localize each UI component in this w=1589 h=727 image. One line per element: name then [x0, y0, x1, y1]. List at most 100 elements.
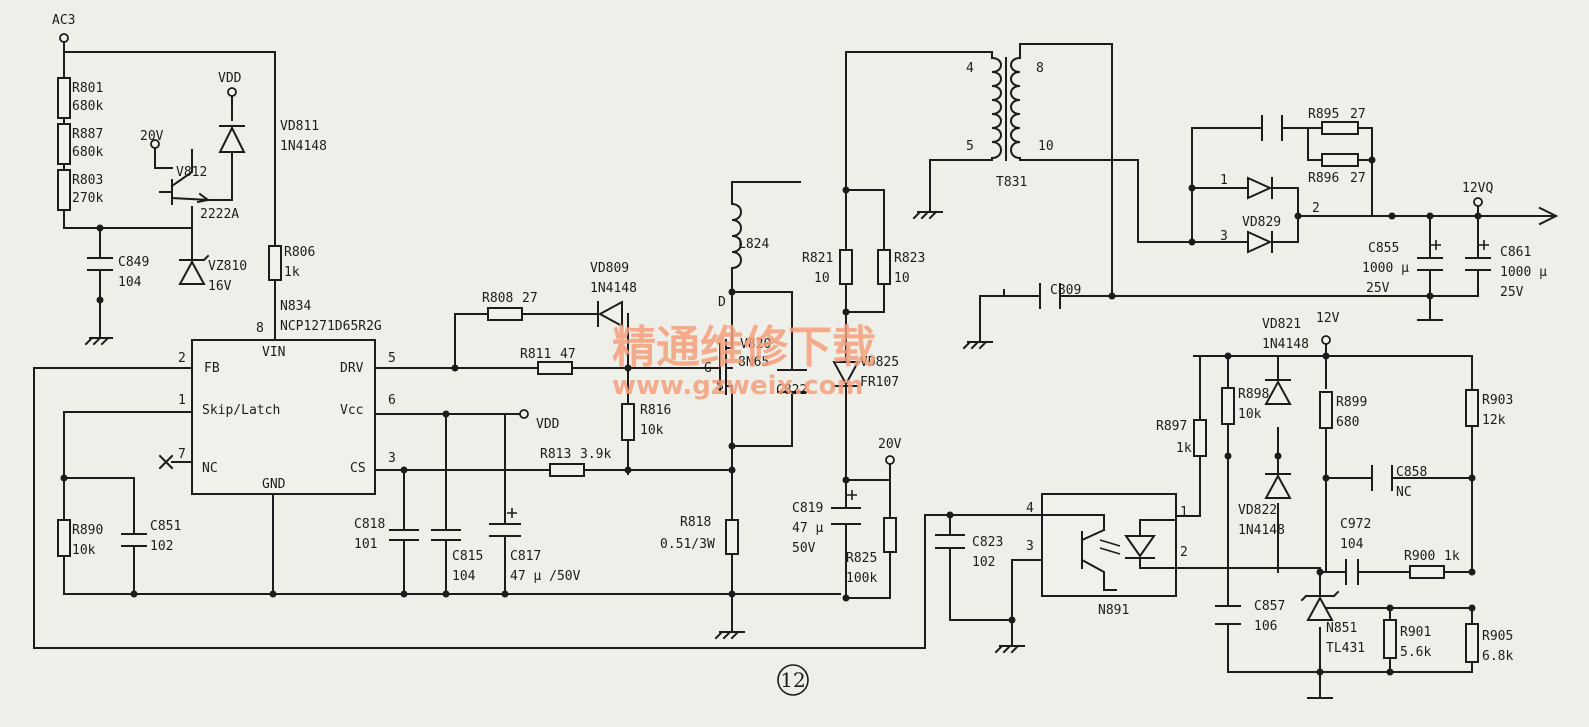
value-r806: 1k [284, 265, 300, 280]
label-t831-p5: 5 [966, 139, 974, 154]
label-l824: L824 [738, 237, 769, 252]
label-c858: C858 [1396, 465, 1427, 480]
transistor-v812 [159, 149, 210, 205]
value-c817: 47 μ /50V [510, 569, 581, 584]
capacitor-c855 [1417, 257, 1443, 271]
capacitor-c851 [121, 533, 147, 547]
magnetics [730, 56, 1022, 270]
value-vd822: 1N4148 [1238, 523, 1285, 538]
resistor-r813 [549, 463, 585, 477]
resistor-r816 [621, 403, 635, 441]
label-c823: C823 [972, 535, 1003, 550]
value-r825: 100k [846, 571, 877, 586]
optocoupler-n891 [1041, 493, 1177, 597]
ic-n834 [191, 339, 376, 495]
volt-c819: 50V [792, 541, 816, 556]
volt-c855: 25V [1366, 281, 1390, 296]
capacitor-c809 [1039, 283, 1061, 309]
resistor-r823 [877, 249, 891, 285]
value-r821: 10 [814, 271, 830, 286]
label-r801: R801 [72, 81, 103, 96]
junction-dots [60, 156, 1482, 676]
capacitor-symbols [87, 115, 1491, 625]
pin-n891-2: 2 [1180, 545, 1188, 560]
label-c972: C972 [1340, 517, 1371, 532]
label-t831-p8: 8 [1036, 61, 1044, 76]
volt-c861: 25V [1500, 285, 1524, 300]
label-c855: C855 [1368, 241, 1399, 256]
value-r811: 47 [560, 347, 576, 362]
value-v812: 2222A [200, 207, 239, 222]
pin-gnd: GND [262, 477, 286, 492]
ground-icon [912, 210, 943, 220]
value-c819: 47 μ [792, 521, 823, 536]
label-vz810: VZ810 [208, 259, 247, 274]
resistor-r808 [487, 307, 523, 321]
inductor-l824 [730, 202, 742, 270]
figure-number-circle [777, 664, 809, 696]
label-vd825: VD825 [860, 355, 899, 370]
resistor-r803 [57, 169, 71, 211]
resistor-symbols [57, 77, 1479, 663]
pin-cs: CS [350, 461, 366, 476]
value-r901: 5.6k [1400, 645, 1431, 660]
capacitor-c819 [831, 507, 861, 525]
value-r895: 27 [1350, 107, 1366, 122]
capacitor-c972 [1345, 559, 1359, 585]
net-12vq: 12VQ [1462, 181, 1493, 196]
label-r808: R808 [482, 291, 513, 306]
label-c819: C819 [792, 501, 823, 516]
label-r895: R895 [1308, 107, 1339, 122]
resistor-r818 [725, 519, 739, 555]
resistor-r825 [883, 517, 897, 553]
terminals [59, 33, 1483, 465]
resistor-r896 [1321, 153, 1359, 167]
label-c857: C857 [1254, 599, 1285, 614]
value-r898: 10k [1238, 407, 1262, 422]
labels: AC3 VDD 20V VDD 20V 12VQ 12V R801 680k R… [52, 13, 1547, 664]
label-n891: N891 [1098, 603, 1129, 618]
pin-vd829-2: 2 [1312, 201, 1320, 216]
resistor-r897 [1193, 419, 1207, 457]
net-20v: 20V [140, 129, 164, 144]
label-n851: N851 [1326, 621, 1357, 636]
resistor-r890 [57, 519, 71, 557]
value-vd821: 1N4148 [1262, 337, 1309, 352]
value-vd809: 1N4148 [590, 281, 637, 296]
value-r816: 10k [640, 423, 664, 438]
label-c809: C809 [1050, 283, 1081, 298]
capacitor-c817 [489, 523, 521, 537]
net-12v: 12V [1316, 311, 1340, 326]
net-20v-2: 20V [878, 437, 902, 452]
capacitor-c861 [1465, 257, 1491, 271]
resistor-r899 [1319, 391, 1333, 429]
label-r897: R897 [1156, 419, 1187, 434]
value-c823: 102 [972, 555, 995, 570]
pin-num-2: 2 [178, 351, 186, 366]
label-vd809: VD809 [590, 261, 629, 276]
label-r899: R899 [1336, 395, 1367, 410]
value-c972: 104 [1340, 537, 1364, 552]
label-r803: R803 [72, 173, 103, 188]
label-r887: R887 [72, 127, 103, 142]
mosfet-v820 [719, 321, 733, 411]
pin-drv: DRV [340, 361, 364, 376]
label-r896: R896 [1308, 171, 1339, 186]
value-r813: 3.9k [580, 447, 611, 462]
pin-n891-1: 1 [1180, 505, 1188, 520]
label-v820-d: D [718, 295, 726, 310]
label-r823: R823 [894, 251, 925, 266]
resistor-r903 [1465, 389, 1479, 427]
value-r900: 1k [1444, 549, 1460, 564]
label-vd829: VD829 [1242, 215, 1281, 230]
capacitor-c880 [1261, 115, 1283, 141]
label-r890: R890 [72, 523, 103, 538]
label-t831-p4: 4 [966, 61, 974, 76]
pin-num-1: 1 [178, 393, 186, 408]
label-v812: V812 [176, 165, 207, 180]
label-vd822: VD822 [1238, 503, 1277, 518]
capacitor-c822 [777, 369, 807, 393]
resistor-r887 [57, 123, 71, 165]
value-c818: 101 [354, 537, 377, 552]
